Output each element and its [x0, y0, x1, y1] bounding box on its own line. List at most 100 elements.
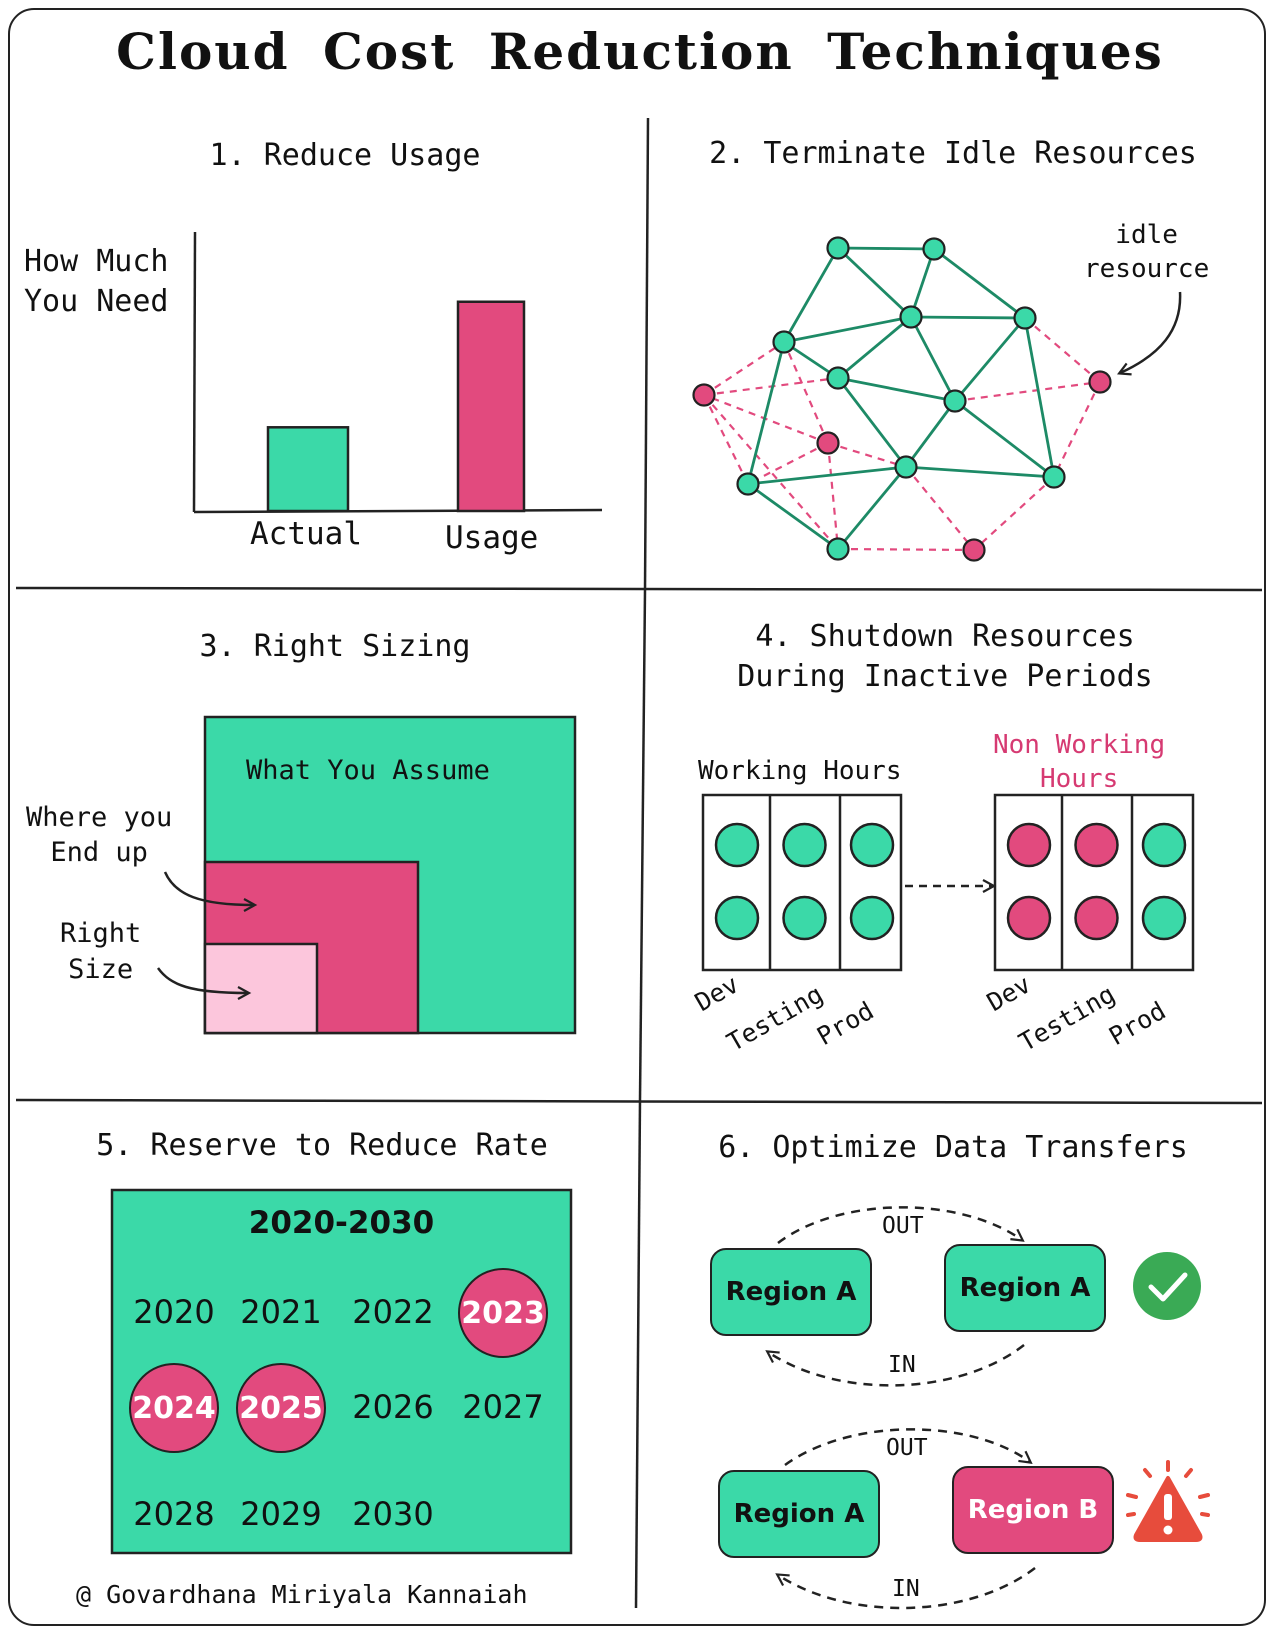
active-link: [905, 465, 1055, 479]
active-link: [836, 466, 908, 550]
idle-link: [826, 442, 840, 550]
idle-link: [703, 394, 839, 550]
resource-dot: [782, 822, 827, 868]
in-label-1: IN: [888, 1352, 916, 1378]
active-node: [826, 236, 850, 260]
active-link: [933, 247, 1026, 320]
idle-annotation: idle resource: [1084, 220, 1210, 284]
active-node: [736, 472, 760, 496]
bar-actual: [266, 426, 350, 513]
y-axis: [192, 231, 197, 513]
active-node: [772, 330, 796, 354]
in-label-2: IN: [892, 1576, 920, 1602]
active-link: [909, 248, 936, 318]
active-node: [943, 389, 967, 413]
reserved-year-2024: 2024: [129, 1363, 219, 1453]
nonworking-panel: [993, 793, 1195, 972]
endup-arrow: [163, 871, 258, 912]
resource-dot: [714, 895, 760, 941]
region-a-box-3: Region A: [718, 1470, 880, 1558]
idle-link: [973, 476, 1055, 551]
out-label-2: OUT: [886, 1435, 928, 1461]
section-1-title: 1. Reduce Usage: [209, 138, 481, 173]
section-6-title: 6. Optimize Data Transfers: [718, 1130, 1188, 1165]
region-a-box-1: Region A: [710, 1248, 872, 1336]
reserved-year-2023: 2023: [458, 1268, 548, 1358]
active-link: [782, 247, 840, 343]
year-2029: 2029: [240, 1495, 322, 1533]
page-title: Cloud Cost Reduction Techniques: [116, 22, 1164, 81]
active-link: [746, 341, 786, 485]
endup-label: Where you End up: [26, 802, 173, 868]
bar-label-actual: Actual: [250, 516, 362, 552]
x-axis: [193, 508, 603, 514]
region-a-box-2: Region A: [944, 1244, 1106, 1332]
out-arc-1: [777, 1206, 1025, 1244]
year-2030: 2030: [352, 1495, 434, 1533]
in-arc-2: [775, 1567, 1036, 1610]
resource-dot: [782, 895, 827, 941]
divider-vertical-mid: [638, 589, 647, 1101]
active-node: [894, 455, 918, 479]
idle-link: [1053, 381, 1101, 478]
bar-usage: [456, 300, 526, 513]
year-2028: 2028: [133, 1495, 215, 1533]
resource-dot: [1006, 822, 1052, 868]
resource-dot: [1141, 895, 1187, 941]
assume-label: What You Assume: [246, 755, 490, 786]
right-size-box: [203, 942, 319, 1035]
active-link: [836, 377, 908, 468]
idle-link: [747, 442, 829, 485]
year-2022: 2022: [352, 1293, 434, 1331]
nonworking-hours-label: Non Working Hours: [993, 730, 1166, 794]
working-hours-label: Working Hours: [698, 756, 902, 786]
idle-link: [703, 394, 749, 485]
out-arc-2: [784, 1428, 1033, 1467]
section-4-title: 4. Shutdown Resources During Inactive Pe…: [737, 619, 1153, 694]
section-3-title: 3. Right Sizing: [199, 629, 471, 664]
active-node: [826, 366, 850, 390]
credit-text: @ Govardhana Miriyala Kannaiah: [76, 1580, 528, 1609]
idle-node: [1088, 370, 1112, 394]
idle-node: [816, 431, 840, 455]
resource-dot: [849, 822, 895, 868]
active-node: [1013, 306, 1037, 330]
resource-dot: [1074, 822, 1119, 868]
active-node: [826, 537, 850, 561]
resource-dot: [1074, 895, 1119, 941]
warning-icon: [1126, 1460, 1210, 1542]
idle-link: [703, 393, 829, 445]
idle-link: [703, 376, 839, 397]
in-arc-1: [765, 1344, 1025, 1387]
out-label-1: OUT: [882, 1213, 924, 1239]
active-link: [837, 246, 935, 251]
idle-link: [905, 466, 975, 551]
active-link: [904, 400, 957, 468]
idle-node: [692, 383, 716, 407]
reserve-range: 2020-2030: [248, 1205, 435, 1241]
divider-vertical-top: [643, 117, 650, 591]
resource-dot: [849, 895, 895, 941]
divider-vertical-bottom: [634, 1099, 642, 1609]
divider-horizontal-1: [15, 586, 1263, 592]
year-2020: 2020: [133, 1293, 215, 1331]
idle-link: [954, 380, 1101, 403]
active-link: [783, 315, 912, 344]
resource-dot: [1141, 822, 1187, 868]
active-node: [1042, 465, 1066, 489]
active-link: [953, 317, 1027, 402]
active-link: [954, 399, 1055, 479]
resource-dot: [1006, 895, 1052, 941]
working-panel: [701, 793, 903, 972]
idle-link: [782, 341, 830, 444]
active-link: [1023, 317, 1056, 478]
check-icon: [1133, 1252, 1201, 1320]
bar-label-usage: Usage: [445, 520, 539, 556]
chart-ylabel: How Much You Need: [24, 244, 169, 319]
active-link: [747, 465, 907, 486]
year-2026: 2026: [352, 1388, 434, 1426]
active-link: [837, 376, 956, 403]
active-node: [922, 237, 946, 261]
section-5-title: 5. Reserve to Reduce Rate: [96, 1128, 548, 1163]
active-link: [747, 482, 839, 551]
